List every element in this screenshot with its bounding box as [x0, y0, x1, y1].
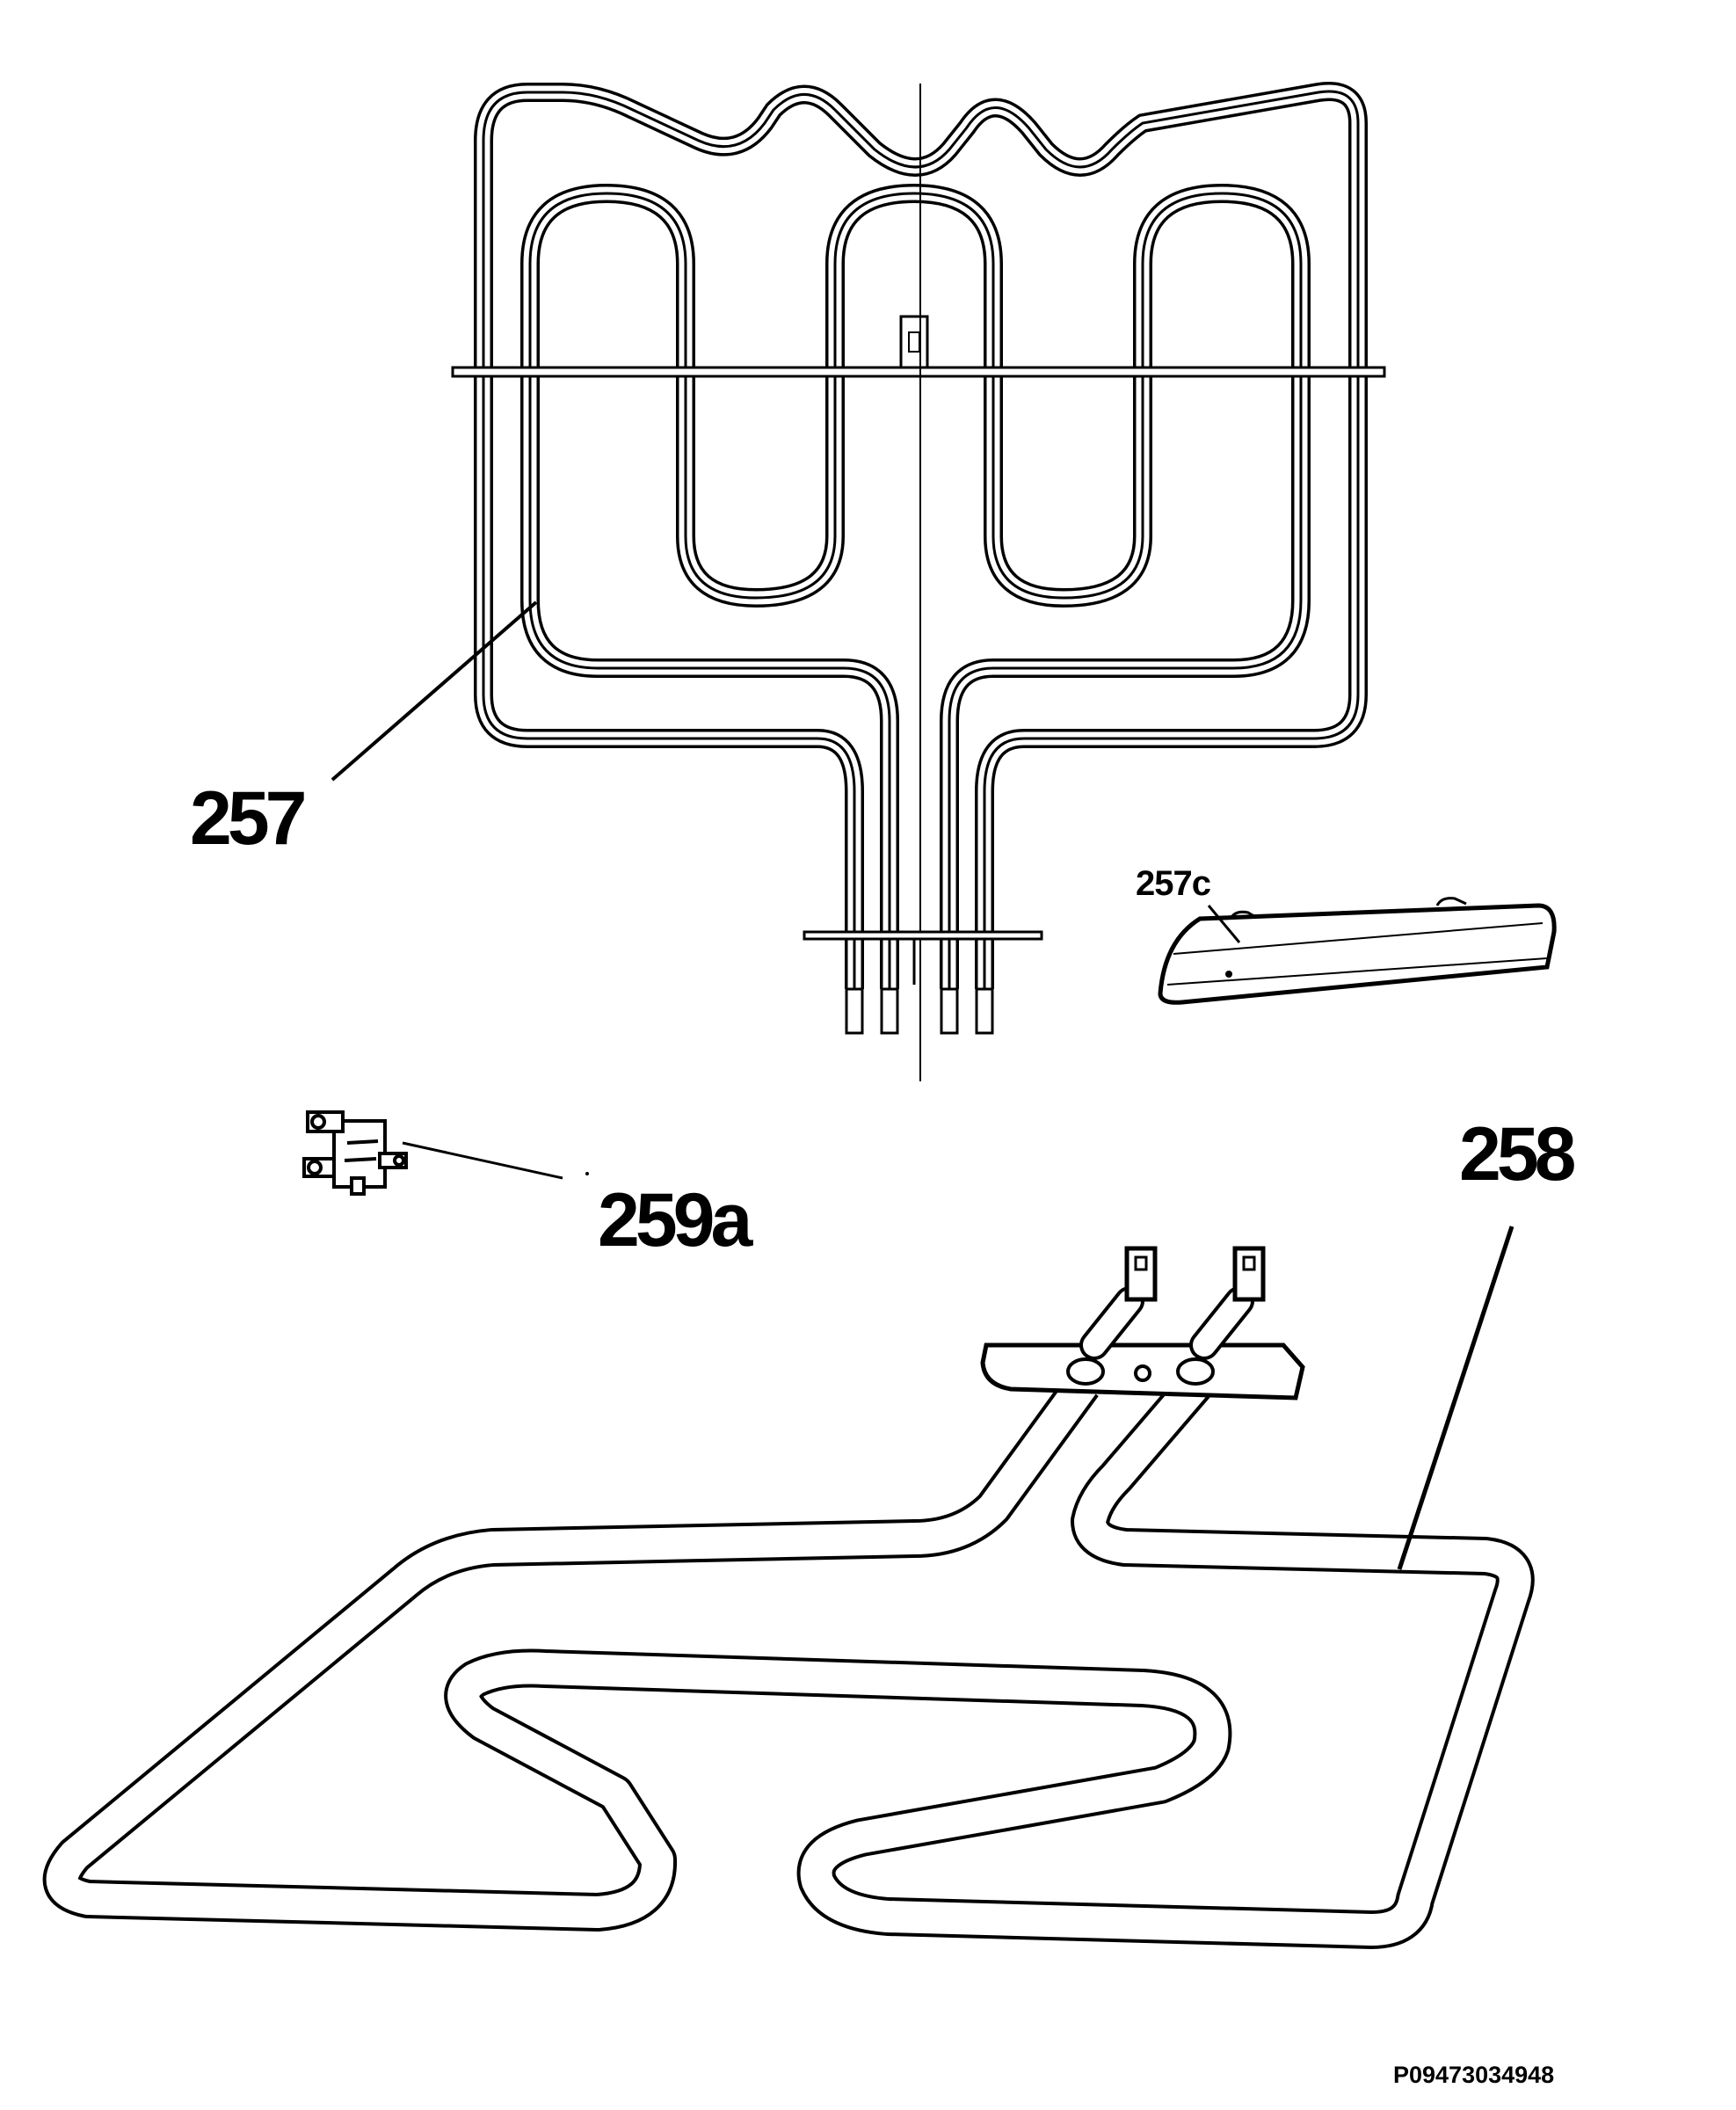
support-bar [451, 315, 1386, 378]
inner-serpentine-tube [520, 183, 1311, 989]
outer-loop-tube [474, 82, 1368, 989]
drawing-code: P09473034948 [1393, 2062, 1555, 2088]
terminal-bracket [980, 1342, 1305, 1401]
terminal-ends [845, 987, 994, 1035]
lower-element-tube [42, 1372, 1535, 1949]
cover-plate-257c [1158, 897, 1557, 1005]
connector-bracket-259a [302, 1110, 408, 1196]
callout-258: 258 [1459, 1112, 1576, 1197]
callout-257: 257 [190, 776, 307, 861]
leader-line-258 [1397, 1226, 1514, 1570]
callout-259a: 259a [598, 1178, 752, 1262]
terminal-stubs [1079, 1246, 1266, 1360]
lower-heating-element-258 [42, 1246, 1535, 1949]
grill-heating-element-257 [451, 82, 1386, 1081]
mounting-plate [803, 930, 1043, 985]
leader-dot-259a [585, 1172, 589, 1175]
leader-line-259a [402, 1141, 563, 1180]
callout-257c: 257c [1136, 864, 1211, 903]
leader-line-257 [330, 600, 538, 782]
